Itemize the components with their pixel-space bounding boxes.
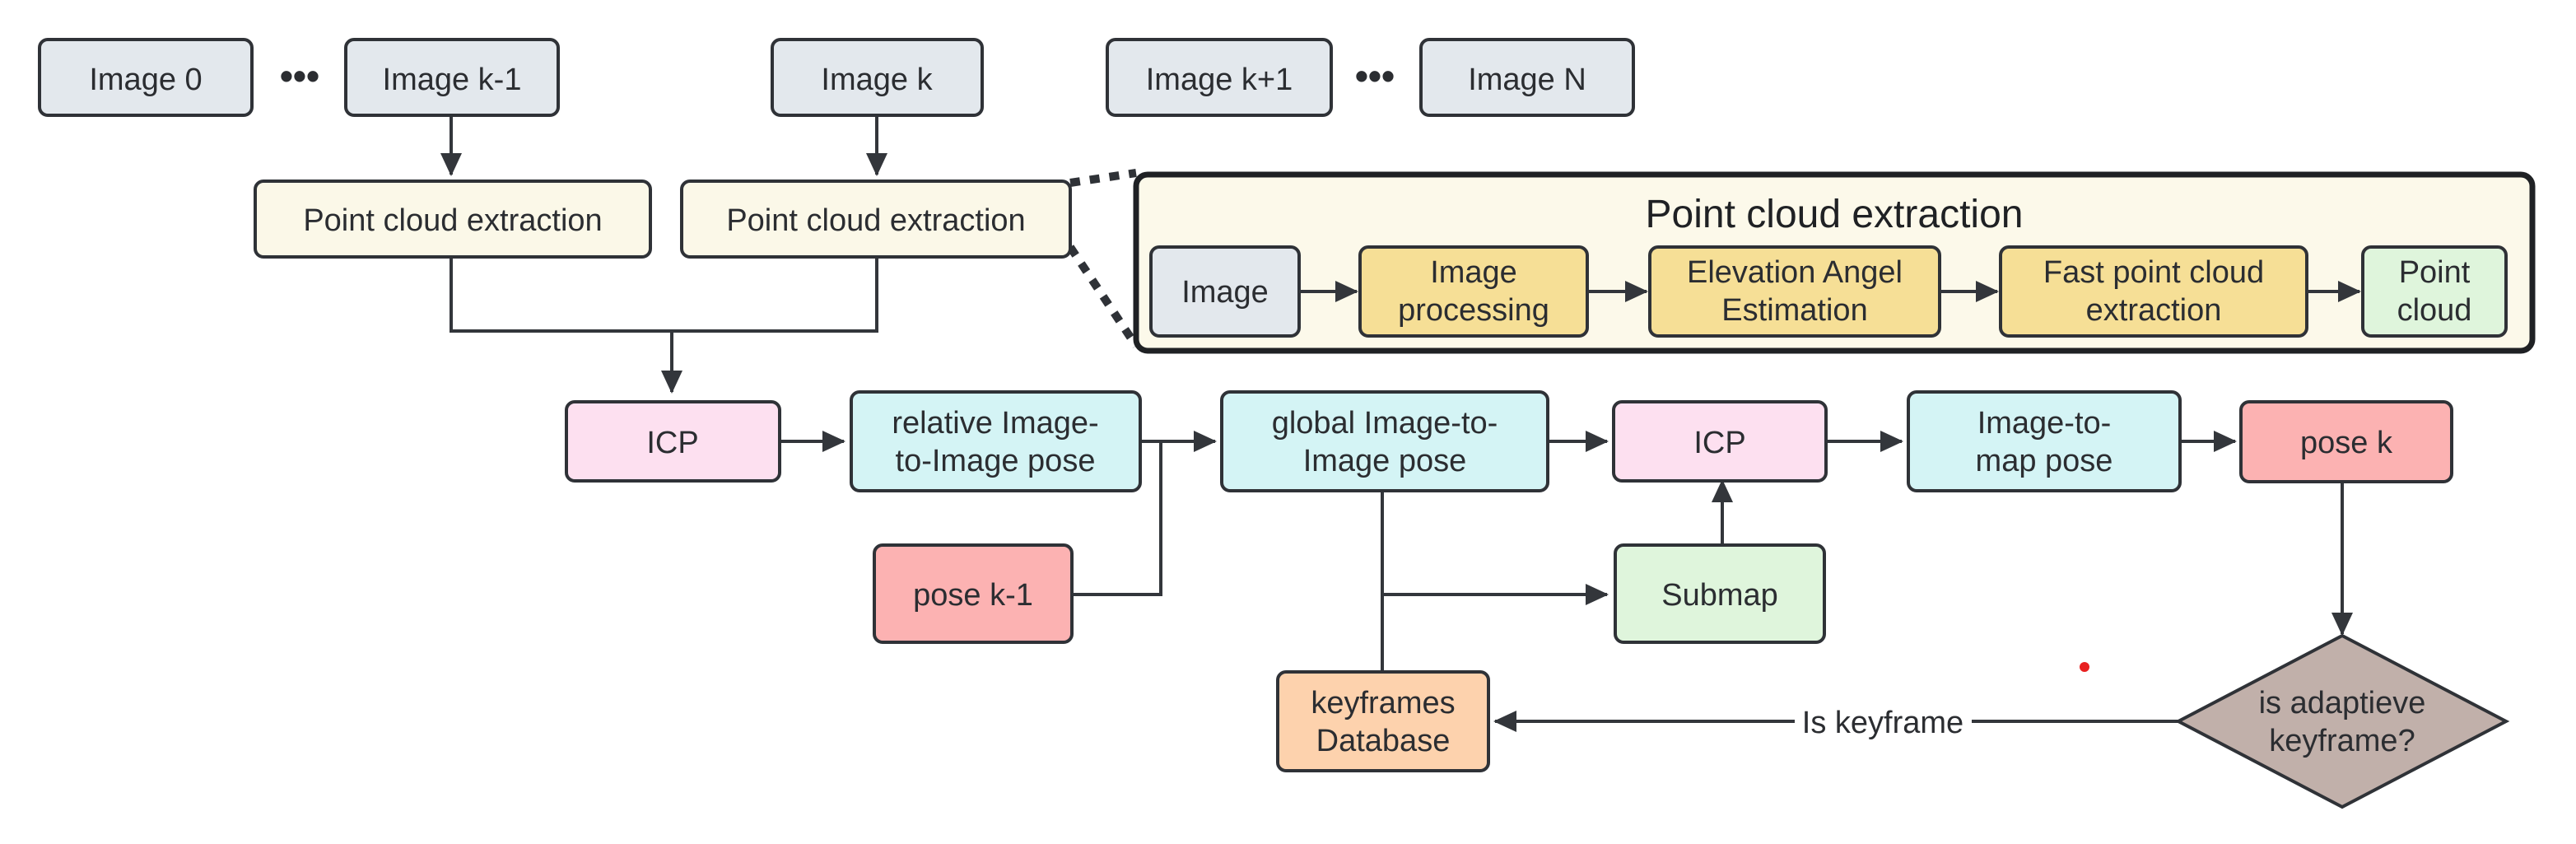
detail-connector-bottom [1066,245,1140,348]
red-dot-icon [2080,662,2089,672]
pose-k-minus-1-box [873,543,1074,644]
detail-point-cloud-line2: cloud [2397,293,2472,328]
pose-k-minus-1-node: pose k-1 [873,543,1074,644]
keyframes-db-line2: Database [1316,724,1451,758]
global-pose-line2: Image pose [1303,444,1467,478]
relative-pose-node: relative Image- to-Image pose [850,390,1142,492]
image-n-label: Image N [1468,63,1586,97]
extraction-left-node: Point cloud extraction [254,180,652,259]
image-k-minus-1-box [344,38,560,117]
image-n-node: Image N [1419,38,1635,117]
decision-node: is adaptieve keyframe? [2174,633,2510,809]
map-pose-box [1907,390,2182,492]
pose-k-box [2239,400,2453,483]
map-pose-node: Image-to- map pose [1907,390,2182,492]
global-pose-node: global Image-to- Image pose [1220,390,1549,492]
extraction-right-label: Point cloud extraction [726,203,1025,238]
global-pose-box [1220,390,1549,492]
relative-pose-line2: to-Image pose [896,444,1096,478]
extraction-right-box [680,180,1072,259]
detail-image-processing-line1: Image [1430,255,1517,290]
image-k-label: Image k [821,63,933,97]
relative-pose-line1: relative Image- [892,406,1098,441]
submap-label: Submap [1661,578,1778,613]
ellipsis-left: ••• [280,54,319,97]
keyframes-db-box [1276,670,1490,772]
image-0-node: Image 0 [38,38,254,117]
is-keyframe-edge-label: Is keyframe [1802,706,1963,740]
extraction-left-box [254,180,652,259]
decision-line1: is adaptieve [2259,686,2426,720]
decision-line2: keyframe? [2269,724,2415,758]
image-k-minus-1-node: Image k-1 [344,38,560,117]
detail-elevation-line1: Elevation Angel [1687,255,1903,290]
icp1-box [565,400,781,483]
icp2-node: ICP [1612,400,1828,483]
icp1-node: ICP [565,400,781,483]
ellipsis-right: ••• [1355,54,1395,97]
image-k-box [771,38,984,117]
icp2-box [1612,400,1828,483]
relative-pose-box [850,390,1142,492]
pose-k-node: pose k [2239,400,2453,483]
image-k-plus-1-label: Image k+1 [1146,63,1293,97]
image-k-plus-1-node: Image k+1 [1106,38,1333,117]
decision-diamond [2174,633,2510,809]
image-k-plus-1-box [1106,38,1333,117]
edge-extractions-merge [450,259,878,333]
edge-posek1-to-join [1072,441,1162,596]
detail-image-processing-line2: processing [1398,293,1549,328]
detail-connector-top [1069,169,1137,187]
pose-k-minus-1-label: pose k-1 [913,578,1033,613]
edges [440,117,2353,732]
detail-panel-title: Point cloud extraction [1646,193,2024,236]
extraction-right-node: Point cloud extraction [680,180,1072,259]
submap-node: Submap [1614,543,1826,644]
map-pose-line2: map pose [1976,444,2113,478]
global-pose-line1: global Image-to- [1272,406,1498,441]
keyframes-db-line1: keyframes [1311,686,1455,720]
map-pose-line1: Image-to- [1977,406,2112,441]
detail-point-cloud-line1: Point [2399,255,2471,290]
image-k-node: Image k [771,38,984,117]
detail-elevation-line2: Estimation [1721,293,1867,328]
detail-fast-extraction-line2: extraction [2086,293,2222,328]
detail-panel: Point cloud extraction Image Image proce… [1133,171,2536,354]
icp1-label: ICP [646,426,698,460]
detail-fast-extraction-line1: Fast point cloud [2043,255,2264,290]
detail-image-label: Image [1181,275,1269,310]
icp2-label: ICP [1693,426,1745,460]
pose-k-label: pose k [2300,426,2393,460]
submap-box [1614,543,1826,644]
extraction-left-label: Point cloud extraction [303,203,602,238]
detail-point-cloud-box [2361,245,2508,338]
image-0-label: Image 0 [89,63,202,97]
image-0-box [38,38,254,117]
image-n-box [1419,38,1635,117]
keyframes-db-node: keyframes Database [1276,670,1490,772]
image-k-minus-1-label: Image k-1 [383,63,522,97]
